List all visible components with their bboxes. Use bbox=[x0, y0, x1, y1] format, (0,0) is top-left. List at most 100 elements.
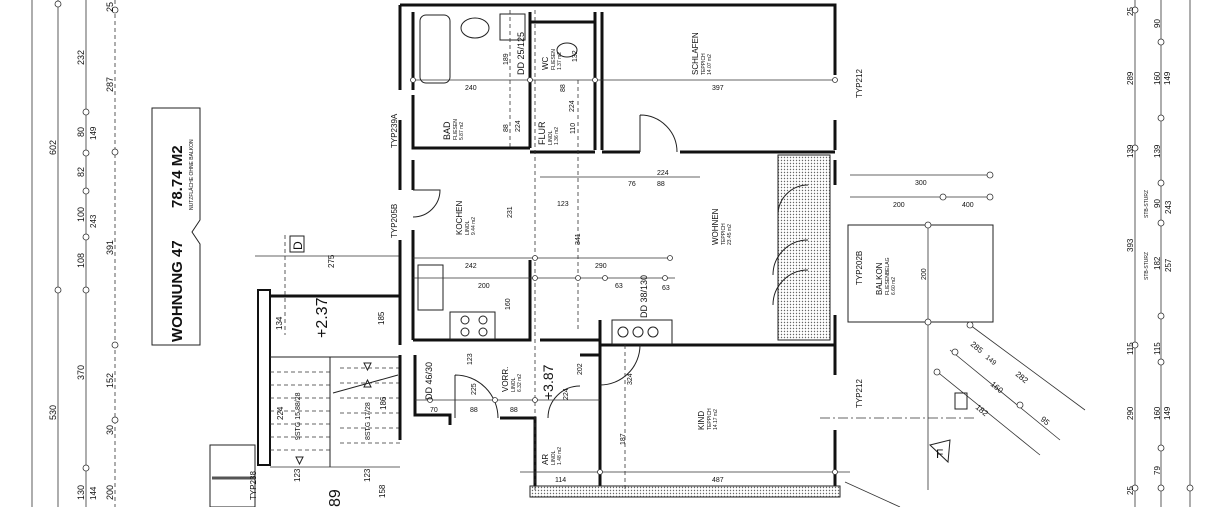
room-area: 5.87 m2 bbox=[459, 122, 465, 140]
dim-label: 400 bbox=[962, 202, 974, 209]
toilet bbox=[556, 42, 578, 58]
room-area: 1.36 m2 bbox=[554, 127, 560, 145]
dim-label: 149 bbox=[984, 354, 998, 367]
bathtub bbox=[419, 14, 451, 84]
dim-label: 242 bbox=[465, 263, 477, 270]
dim-label: 80 bbox=[76, 127, 86, 137]
dim-label: 70 bbox=[430, 407, 438, 414]
dim-label: 149 bbox=[89, 126, 98, 140]
room-name: WOHNEN bbox=[711, 208, 720, 245]
dim-label: 224 bbox=[515, 120, 522, 132]
apartment-walls bbox=[398, 3, 841, 498]
room-area: 1.48 m2 bbox=[557, 447, 563, 465]
dim-label: 257 bbox=[1164, 258, 1173, 272]
unit-title-box: WOHNUNG 47 78.74 M2 NUTZFLÄCHE OHNE BALK… bbox=[151, 107, 201, 346]
dim-label: 134 bbox=[275, 316, 284, 330]
dim-label: 275 bbox=[327, 254, 336, 268]
right-dimension-labels: 25 289 139 393 115 290 25 90 160 149 139… bbox=[1126, 7, 1173, 495]
dim-label: 139 bbox=[1153, 144, 1162, 158]
dim-label: 25 bbox=[1126, 486, 1135, 495]
dim-label: 123 bbox=[467, 353, 474, 365]
balcony: 300 200 400 200 bbox=[847, 171, 994, 490]
right-dimension-chains bbox=[1131, 0, 1194, 507]
left-dimension-labels: 602 530 232 80 82 100 108 370 130 149 24… bbox=[48, 2, 115, 500]
dim-label: 115 bbox=[1153, 342, 1162, 355]
room-name: KOCHEN bbox=[455, 201, 464, 235]
room-name: KIND bbox=[697, 411, 706, 430]
dim-label: 200 bbox=[921, 268, 928, 280]
room-name: FLUR bbox=[537, 121, 547, 145]
typ-schlafen: TYP212 bbox=[855, 69, 864, 98]
dim-label: 232 bbox=[76, 50, 86, 65]
dim-label: 224 bbox=[563, 388, 570, 400]
dim-label: 186 bbox=[379, 396, 388, 410]
dim-label: 160 bbox=[1153, 406, 1162, 420]
room-floor: TEPPICH bbox=[707, 408, 713, 430]
dim-label: 123 bbox=[293, 468, 302, 482]
dim-label: 225 bbox=[471, 383, 478, 395]
room-floor: LINOL bbox=[465, 220, 471, 235]
room-kochen: KOCHEN LINOL 9.44 m2 bbox=[455, 201, 477, 235]
dim-label: 100 bbox=[76, 207, 86, 222]
room-floor: LINOL bbox=[551, 450, 557, 465]
dim-label: 287 bbox=[105, 77, 115, 92]
sink bbox=[417, 264, 444, 311]
dim-label: 391 bbox=[105, 240, 115, 255]
dim-label: 187 bbox=[620, 433, 627, 445]
dd-hall: DD 46/30 bbox=[424, 362, 434, 400]
dim-label: 240 bbox=[465, 85, 477, 92]
dim-label: 123 bbox=[557, 201, 569, 208]
interior-dimension-lines bbox=[410, 10, 975, 490]
room-area: 6.60 m2 bbox=[891, 277, 897, 295]
room-name: WC bbox=[541, 56, 550, 70]
room-kind: KIND TEPPICH 14.17 m2 bbox=[697, 408, 719, 430]
dim-label: 370 bbox=[76, 365, 86, 380]
dim-label: 139 bbox=[1126, 144, 1135, 158]
stairwell: +2.37 89 9STG 15.88/28 8STG 17/28 D TYP2… bbox=[209, 235, 400, 507]
unit-area-note: NUTZFLÄCHE OHNE BALKON bbox=[188, 139, 195, 210]
dim-label: 82 bbox=[76, 167, 86, 177]
door-swings bbox=[412, 114, 809, 419]
fixtures bbox=[417, 13, 578, 340]
dim-label: 88 bbox=[657, 181, 665, 188]
dim-label: 63 bbox=[662, 285, 670, 292]
dim-label: 108 bbox=[76, 253, 86, 268]
dim-label: 25 bbox=[1126, 7, 1135, 16]
dim-label: 160 bbox=[1153, 71, 1162, 85]
dim-label: 79 bbox=[1153, 466, 1162, 475]
stair-lower-level: 89 bbox=[327, 489, 344, 507]
dim-label: 152 bbox=[105, 373, 115, 388]
dim-label: 289 bbox=[1126, 71, 1135, 85]
dim-label: 341 bbox=[575, 233, 582, 245]
typ-kind: TYP212 bbox=[855, 379, 864, 408]
dim-label: 132 bbox=[572, 50, 579, 62]
dd-bad: DD 25/125 bbox=[516, 32, 526, 75]
interior-dimension-labels: 240 189 224 88 397 224 88 132 110 231 24… bbox=[430, 50, 724, 484]
dim-label: 182 bbox=[974, 403, 990, 419]
room-area: 1.37 m2 bbox=[557, 52, 563, 70]
room-bad: BAD FLIESEN 5.87 m2 bbox=[442, 119, 465, 140]
washbasin bbox=[460, 17, 490, 39]
dim-label: 200 bbox=[478, 283, 490, 290]
dim-label: 95 bbox=[1039, 415, 1052, 428]
dim-label: 90 bbox=[1153, 199, 1162, 208]
dim-label: 393 bbox=[1126, 238, 1135, 252]
apartment-level: +3.87 bbox=[540, 364, 556, 400]
dim-label: 224 bbox=[657, 170, 669, 177]
dim-label: 88 bbox=[560, 84, 567, 92]
dim-label: 224 bbox=[276, 406, 285, 420]
typ-bad: TYP239A bbox=[390, 113, 399, 148]
dim-label: STB-STURZ bbox=[1144, 252, 1150, 280]
room-floor: LINOL bbox=[511, 377, 517, 392]
dim-label: 90 bbox=[1153, 19, 1162, 28]
section-marker-shape bbox=[928, 439, 951, 464]
dim-label: 285 bbox=[969, 340, 985, 356]
dim-label: 243 bbox=[1164, 200, 1173, 214]
stair-flight-1: 9STG 15.88/28 bbox=[295, 392, 302, 440]
dim-label: 123 bbox=[363, 468, 372, 482]
dim-label: 243 bbox=[89, 214, 98, 228]
dim-label: 282 bbox=[1014, 370, 1030, 386]
room-floor: FLIESEN bbox=[551, 49, 557, 70]
section-marker: F bbox=[936, 447, 943, 461]
